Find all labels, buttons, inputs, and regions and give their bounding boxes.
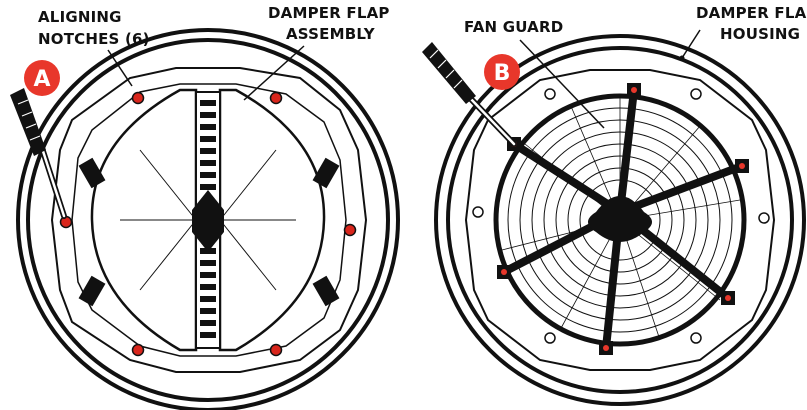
damper-flap-spokes xyxy=(120,149,296,291)
panel-b: B FAN GUARD DAMPER FLAP HOUSING xyxy=(422,4,807,406)
label-damper-flap-assembly-2: ASSEMBLY xyxy=(286,25,376,43)
badge-b: B xyxy=(484,54,520,90)
badge-b-label: B xyxy=(494,61,511,86)
badge-a-label: A xyxy=(33,67,50,92)
panel-a-outer-ring-2 xyxy=(26,38,390,402)
notch xyxy=(131,343,145,357)
leader-fan-guard xyxy=(519,39,605,129)
panel-b-outer-ring-2 xyxy=(446,46,794,394)
screwdriver-icon xyxy=(422,42,517,147)
leader-dot-housing xyxy=(679,55,685,61)
label-fan-guard: FAN GUARD xyxy=(464,18,563,36)
leader-damper-flap-housing xyxy=(681,29,701,59)
fan-guard-hub xyxy=(588,196,652,242)
panel-b-notches xyxy=(472,88,770,344)
panel-a: A ALIGNING NOTCHES (6) DAMPER FLAP ASSEM… xyxy=(10,4,400,410)
label-aligning-notches-2: NOTCHES (6) xyxy=(38,30,150,48)
label-damper-flap-housing-1: DAMPER FLAP xyxy=(696,4,807,22)
notch xyxy=(131,91,145,105)
badge-a: A xyxy=(24,60,60,96)
aligning-notches xyxy=(59,91,357,357)
panel-a-inner-plate xyxy=(71,83,347,357)
label-damper-flap-assembly-1: DAMPER FLAP xyxy=(268,4,390,22)
notch xyxy=(269,343,283,357)
leader-aligning-notches xyxy=(107,49,133,87)
notch xyxy=(343,223,357,237)
leader-damper-flap-assembly xyxy=(243,45,305,101)
label-aligning-notches-1: ALIGNING xyxy=(38,8,122,26)
notch xyxy=(269,91,283,105)
hinge-hub xyxy=(192,190,224,252)
label-damper-flap-housing-2: HOUSING xyxy=(720,25,800,43)
panel-a-mount-clips xyxy=(78,157,340,307)
screwdriver-icon xyxy=(10,88,67,219)
